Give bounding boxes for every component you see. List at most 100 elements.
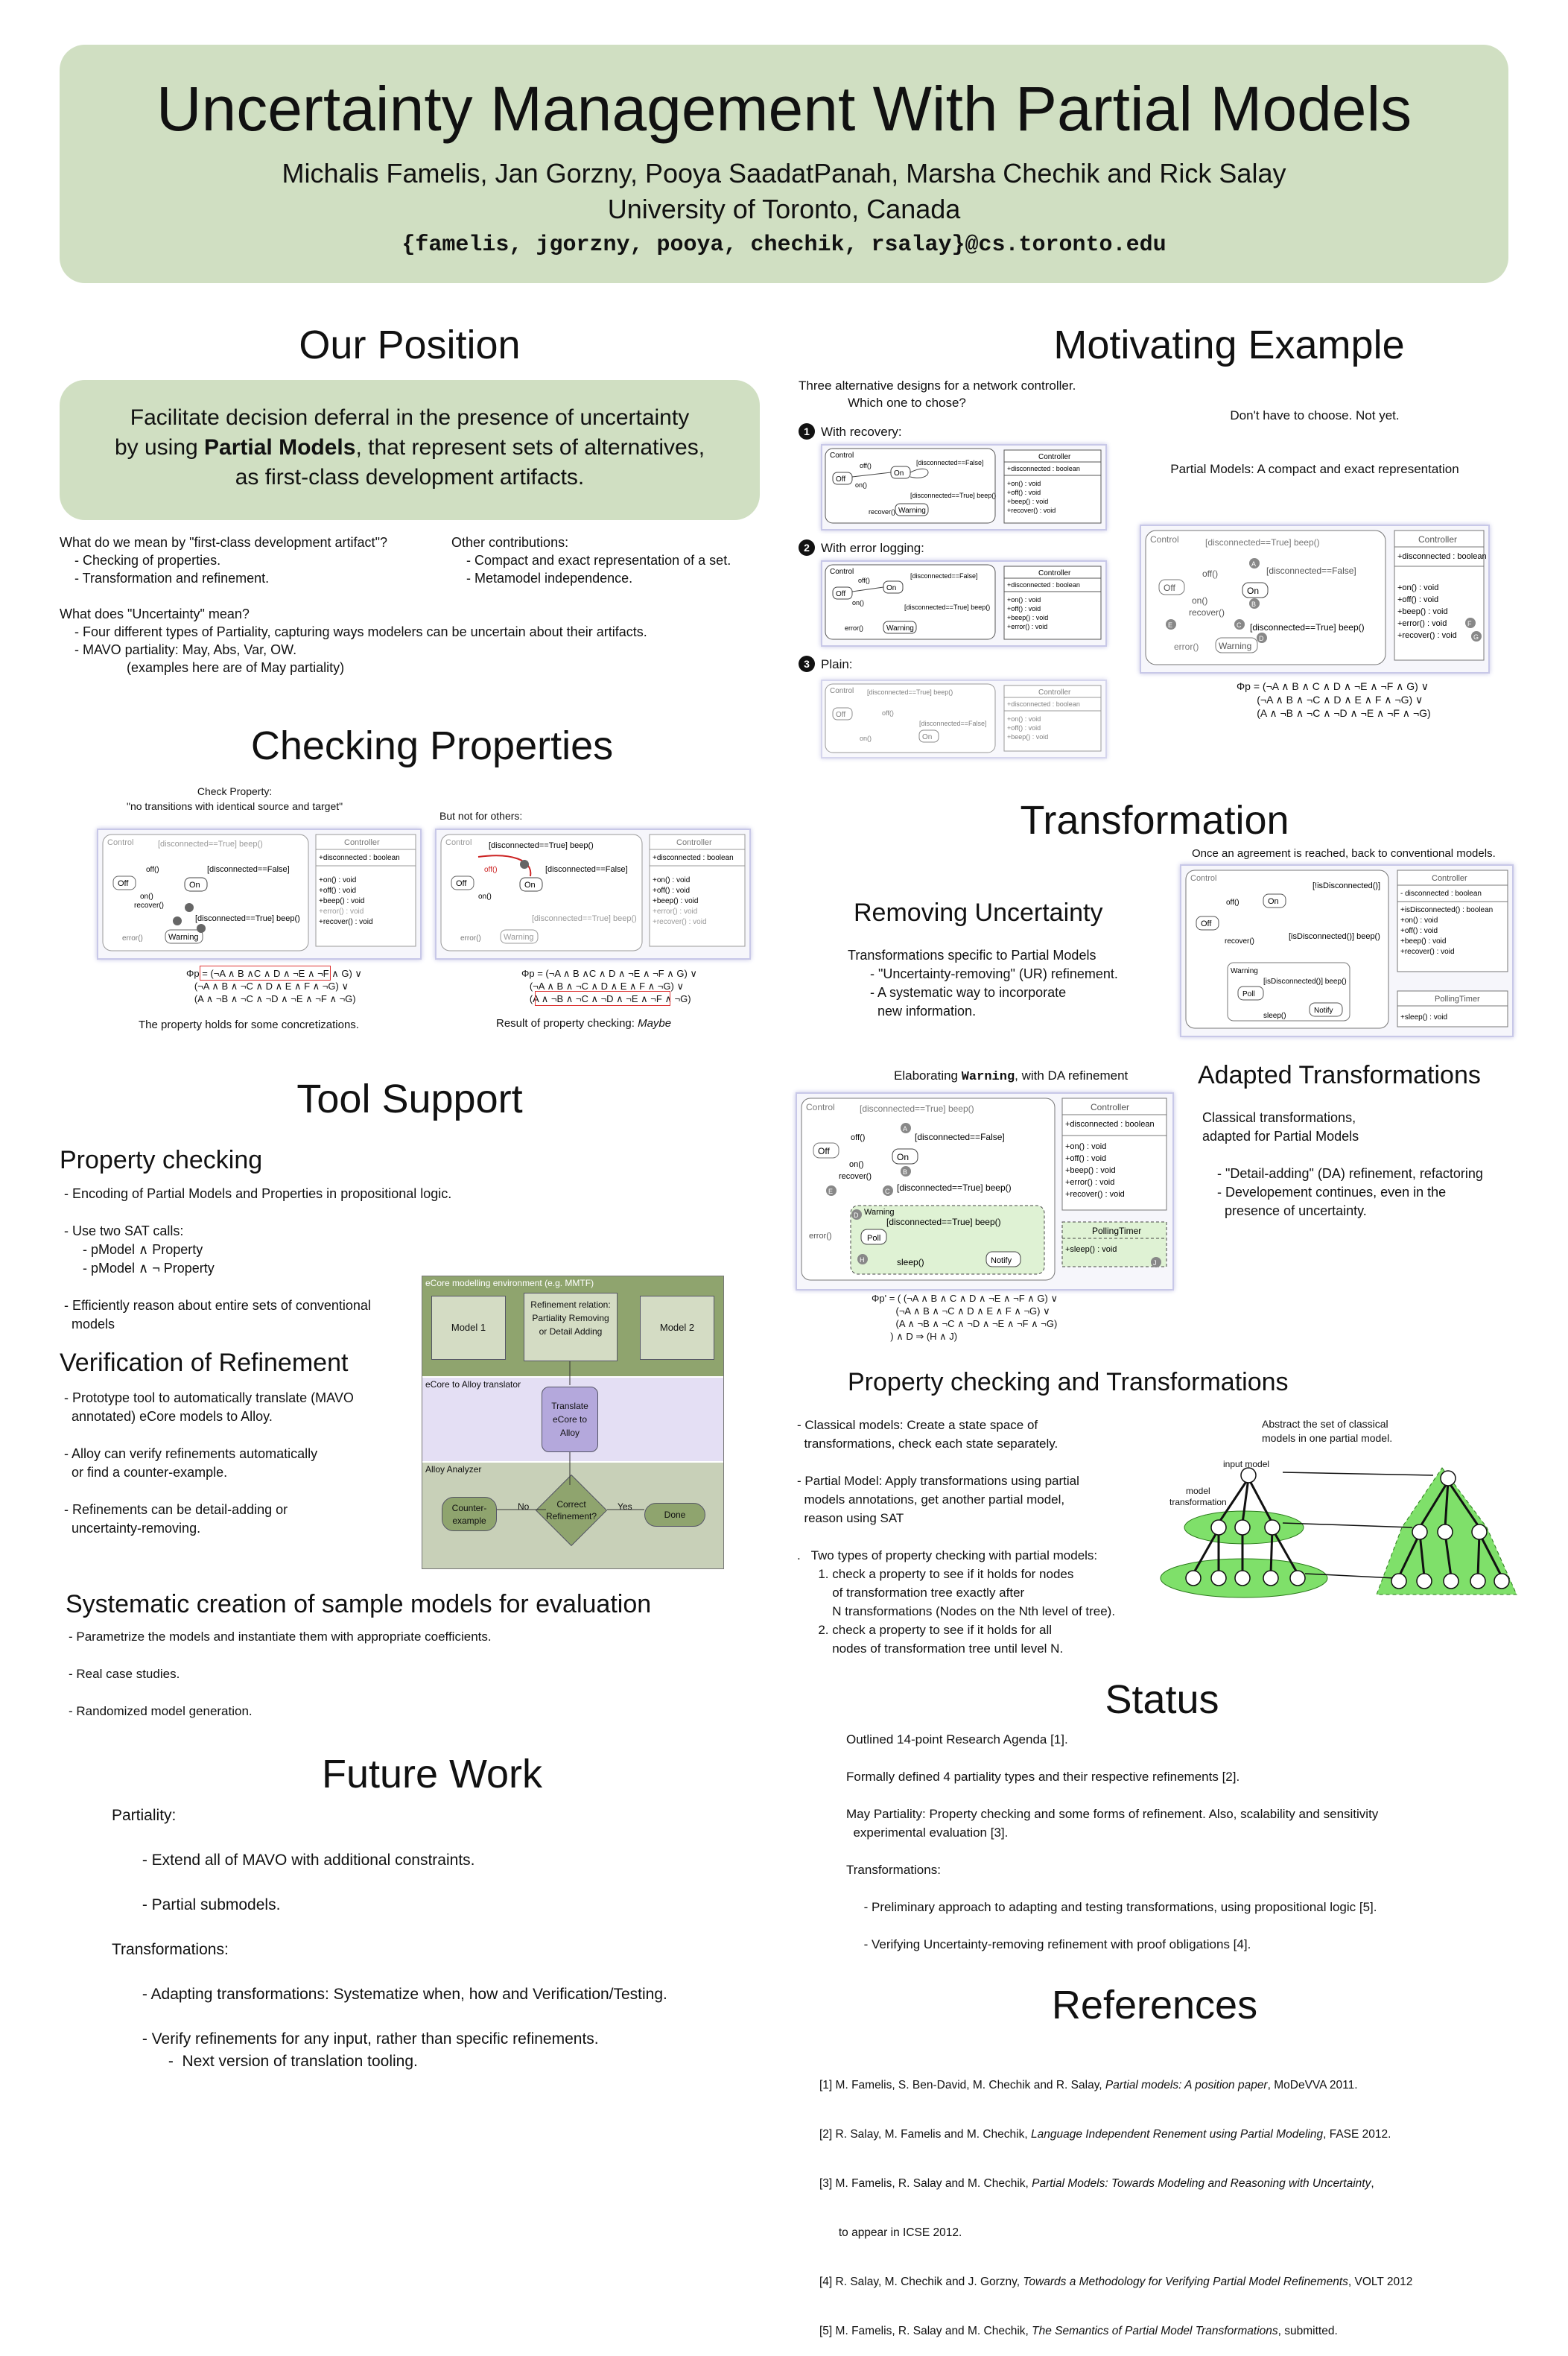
svg-text:[isDisconnected()] beep(): [isDisconnected()] beep()	[1263, 978, 1347, 986]
references-list: [1] M. Famelis, S. Ben-David, M. Chechik…	[819, 2045, 1412, 2356]
svg-text:[!isDisconnected()]: [!isDisconnected()]	[1313, 881, 1380, 890]
svg-text:On: On	[897, 1152, 909, 1162]
svg-text:Control: Control	[830, 687, 854, 695]
motivating-right-1: Don't have to choose. Not yet.	[1230, 408, 1400, 422]
svg-text:recover(): recover()	[134, 902, 164, 910]
transformation-tree-diagram	[1160, 1467, 1517, 1598]
svg-text:Controller: Controller	[676, 838, 712, 847]
svg-text:recover(): recover()	[1225, 937, 1254, 946]
affiliation: University of Toronto, Canada	[607, 194, 961, 224]
svg-text:Control: Control	[1150, 534, 1179, 545]
svg-text:PollingTimer: PollingTimer	[1435, 995, 1480, 1004]
svg-text:On: On	[886, 584, 896, 592]
svg-text:D: D	[854, 1212, 859, 1219]
svg-text:G: G	[1473, 633, 1479, 641]
svg-text:on(): on()	[852, 599, 864, 607]
svg-text:off(): off()	[1226, 899, 1240, 907]
svg-text:Control: Control	[445, 838, 472, 847]
formula-highlight-box-1	[200, 966, 331, 981]
elaborating-label: Elaborating Warning, with DA refinement	[894, 1068, 1129, 1084]
svg-text:+error() : void: +error() : void	[1007, 623, 1047, 630]
translator-panel: eCore to Alloy translator Translate eCor…	[422, 1378, 723, 1461]
svg-text:On: On	[894, 469, 904, 478]
svg-text:[disconnected==False]: [disconnected==False]	[545, 865, 628, 874]
position-left-text: What do we mean by "first-class developm…	[60, 535, 647, 675]
svg-text:F: F	[1467, 620, 1472, 627]
svg-text:Control: Control	[107, 838, 133, 847]
checking-formula-2: Φp = (¬A ∧ B ∧C ∧ D ∧ ¬E ∧ ¬F ∧ G) ∨ (¬A…	[521, 968, 697, 1004]
svg-text:Off: Off	[118, 879, 129, 888]
svg-text:On: On	[189, 881, 200, 890]
section-heading-future: Future Work	[321, 1752, 543, 1796]
partial-model-diagram: Control Off On Warning [disconnected==Tr…	[1140, 525, 1490, 674]
removing-uncertainty-heading: Removing Uncertainty	[854, 899, 1103, 927]
alloy-analyzer-label: Alloy Analyzer	[425, 1464, 482, 1475]
svg-text:off(): off()	[1202, 569, 1218, 579]
reference-2: [2] R. Salay, M. Famelis and M. Chechik,…	[819, 2128, 1391, 2141]
svg-text:on(): on()	[855, 481, 867, 489]
detail-adding-formula: Φp' = ( (¬A ∧ B ∧ C ∧ D ∧ ¬E ∧ ¬F ∧ G) ∨…	[872, 1293, 1058, 1342]
svg-text:+error() : void: +error() : void	[1065, 1178, 1114, 1187]
statemachine-plain: Control Off On [disconnected==True] beep…	[821, 680, 1107, 759]
reference-5: [5] M. Famelis, R. Salay and M. Chechik,…	[819, 2325, 1338, 2337]
model-1-doc: Model 1	[431, 1296, 506, 1360]
counterexample-step: Counter- example	[442, 1497, 497, 1531]
svg-text:+recover() : void: +recover() : void	[1397, 631, 1457, 640]
svg-text:[disconnected==True] beep(): [disconnected==True] beep()	[532, 914, 637, 923]
svg-text:Controller: Controller	[1038, 569, 1071, 577]
svg-text:Control: Control	[806, 1102, 835, 1112]
svg-text:[disconnected==True] beep(): [disconnected==True] beep()	[867, 688, 953, 696]
systematic-heading: Systematic creation of sample models for…	[66, 1590, 652, 1618]
svg-text:+beep() : void: +beep() : void	[1065, 1166, 1116, 1175]
svg-text:+disconnected : boolean: +disconnected : boolean	[1007, 465, 1080, 472]
svg-text:recover(): recover()	[869, 508, 895, 516]
pct-text: - Classical models: Create a state space…	[797, 1418, 1116, 1656]
svg-text:[disconnected==True] beep(): [disconnected==True] beep()	[860, 1103, 974, 1114]
svg-text:Off: Off	[836, 475, 845, 484]
future-text: Partiality: - Extend all of MAVO with ad…	[112, 1807, 667, 2070]
model-2-doc: Model 2	[640, 1296, 714, 1360]
svg-text:On: On	[1268, 897, 1279, 906]
motivating-right-2: Partial Models: A compact and exact repr…	[1170, 462, 1459, 476]
svg-text:+on() : void: +on() : void	[1065, 1142, 1106, 1151]
ecore-env-panel: eCore modelling environment (e.g. MMTF) …	[422, 1276, 723, 1376]
svg-text:Notify: Notify	[1314, 1007, 1333, 1015]
position-statement-box: Facilitate decision deferral in the pres…	[60, 380, 760, 520]
svg-text:Controller: Controller	[344, 838, 380, 847]
svg-text:+sleep() : void: +sleep() : void	[1065, 1245, 1117, 1254]
svg-text:B: B	[1251, 601, 1256, 608]
svg-text:Control: Control	[830, 452, 854, 460]
svg-text:+on() : void: +on() : void	[653, 876, 690, 884]
statemachine-with-recovery: Control Off On Warning off()on() [discon…	[821, 444, 1107, 531]
svg-text:Control: Control	[830, 568, 854, 576]
reference-1: [1] M. Famelis, S. Ben-David, M. Chechik…	[819, 2079, 1358, 2091]
svg-text:Off: Off	[836, 590, 845, 598]
svg-text:[disconnected==False]: [disconnected==False]	[910, 572, 978, 580]
svg-text:[disconnected==True] beep(): [disconnected==True] beep()	[489, 841, 594, 850]
svg-text:+off() : void: +off() : void	[319, 887, 356, 895]
svg-text:Poll: Poll	[1242, 990, 1255, 998]
translator-label: eCore to Alloy translator	[425, 1379, 521, 1390]
svg-text:Warning: Warning	[898, 507, 926, 515]
svg-text:Controller: Controller	[1418, 534, 1457, 545]
svg-text:Controller: Controller	[1038, 453, 1071, 461]
svg-text:Off: Off	[456, 879, 467, 888]
svg-text:B: B	[903, 1168, 907, 1176]
svg-text:C: C	[885, 1188, 890, 1195]
section-heading-status: Status	[1105, 1677, 1219, 1722]
option-2-bullet: 2	[799, 539, 815, 556]
svg-text:Off: Off	[1201, 919, 1212, 928]
svg-text:error(): error()	[809, 1232, 832, 1241]
done-step: Done	[644, 1503, 705, 1527]
section-heading-checking: Checking Properties	[250, 723, 614, 768]
svg-text:+off() : void: +off() : void	[1065, 1154, 1106, 1163]
tool-workflow-diagram: eCore modelling environment (e.g. MMTF) …	[422, 1276, 724, 1569]
checking-diagram-2: Control Off On Warning [disconnected==Tr…	[435, 829, 751, 960]
option-1-bullet: 1	[799, 423, 815, 440]
svg-text:Warning: Warning	[1219, 641, 1251, 651]
statemachine-with-error-logging: Control Off On Warning off()on() [discon…	[821, 560, 1107, 647]
property-checking-text: - Encoding of Partial Models and Propert…	[64, 1186, 452, 1331]
position-line-1: Facilitate decision deferral in the pres…	[130, 405, 690, 430]
svg-text:+beep() : void: +beep() : void	[319, 897, 364, 905]
model-transformation-label: model transformation	[1169, 1486, 1227, 1507]
